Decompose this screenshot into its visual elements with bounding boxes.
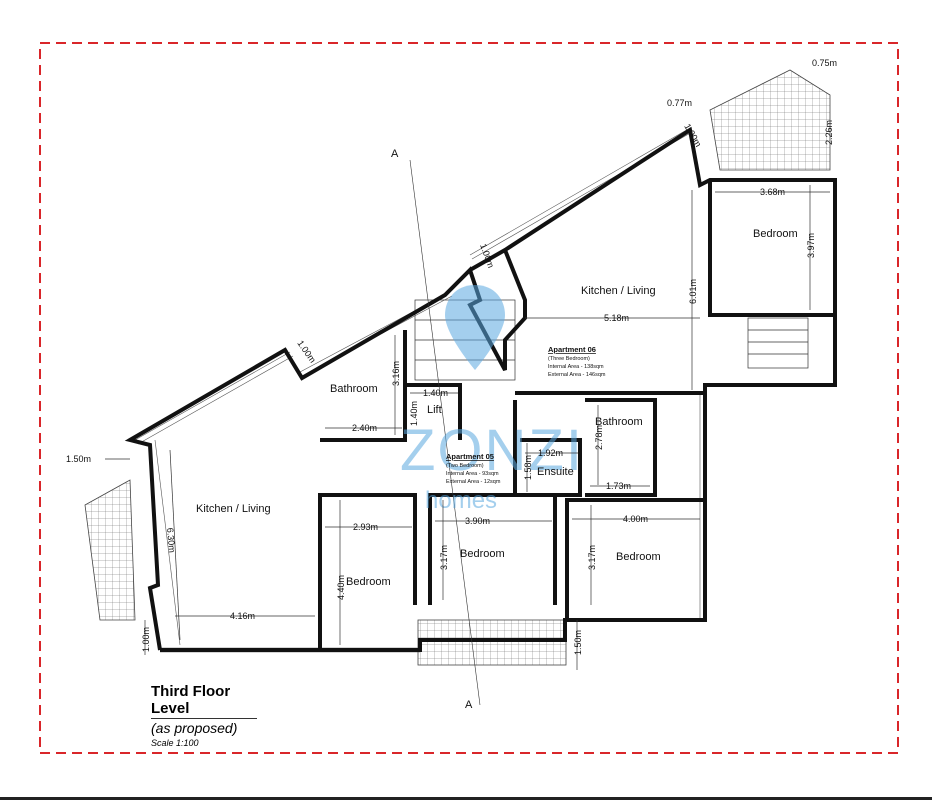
dim-0-77: 0.77m — [667, 98, 692, 108]
apartment-06-info: Apartment 06 (Three Bedroom) Internal Ar… — [548, 345, 606, 378]
plan-scale: Scale 1:100 — [151, 738, 199, 748]
section-marker-top: A — [391, 148, 399, 160]
room-bedroom-06b: Bedroom — [346, 576, 391, 588]
room-kitchen-living-06: Kitchen / Living — [581, 285, 656, 297]
dim-3-68: 3.68m — [760, 187, 785, 197]
room-ensuite: Ensuite — [537, 466, 574, 478]
dim-1-40-b: 1.40m — [409, 401, 419, 426]
wall-lift — [405, 383, 462, 440]
dim-3-16: 3.16m — [391, 361, 401, 386]
footer-divider — [0, 797, 932, 800]
wall-corridor — [513, 400, 582, 497]
room-lift: Lift — [427, 404, 442, 416]
svg-text:Apartment 05: Apartment 05 — [446, 452, 494, 461]
section-marker-bottom: A — [465, 699, 473, 711]
wall-bedroom-06c — [318, 493, 417, 650]
dim-0-75: 0.75m — [812, 58, 837, 68]
svg-text:Apartment 06: Apartment 06 — [548, 345, 596, 354]
wall-bathroom-05 — [585, 398, 657, 497]
wall-bedroom-05b — [565, 498, 705, 620]
dim-2-40: 2.40m — [352, 423, 377, 433]
dim-1-00-d: 1.00m — [141, 627, 151, 652]
svg-text:(Three Bedroom): (Three Bedroom) — [548, 356, 590, 362]
svg-text:(Two Bedroom): (Two Bedroom) — [446, 463, 484, 469]
dim-6-01: 6.01m — [688, 279, 698, 304]
wall-bedroom-06b — [428, 493, 557, 605]
svg-text:homes: homes — [425, 487, 497, 514]
dim-4-16: 4.16m — [230, 611, 255, 621]
dim-3-97: 3.97m — [806, 233, 816, 258]
dim-2-26: 2.26m — [824, 120, 834, 145]
dim-1-50-a: 1.50m — [66, 454, 91, 464]
svg-text:External Area - 146sqm: External Area - 146sqm — [548, 372, 606, 378]
dim-1-92: 1.92m — [538, 448, 563, 458]
dim-2-93: 2.93m — [353, 522, 378, 532]
room-bedroom-05a: Bedroom — [460, 548, 505, 560]
dim-4-00: 4.00m — [623, 514, 648, 524]
terrace-top-right — [709, 69, 831, 171]
dim-4-40: 4.40m — [336, 575, 346, 600]
dim-6-30: 6.30m — [165, 527, 177, 553]
dim-5-18: 5.18m — [604, 313, 629, 323]
dim-1-40-a: 1.40m — [423, 388, 448, 398]
dim-3-17-b: 3.17m — [587, 545, 597, 570]
dim-3-90: 3.90m — [465, 516, 490, 526]
terrace-bottom — [417, 619, 567, 666]
dim-1-50-b: 1.50m — [573, 630, 583, 655]
room-bedroom-06a: Bedroom — [753, 228, 798, 240]
plan-title: Third Floor Level — [151, 683, 257, 719]
wall-bedroom-top — [708, 180, 835, 317]
dim-1-73: 1.73m — [606, 481, 631, 491]
room-bathroom-06: Bathroom — [330, 383, 378, 395]
outer-wall — [124, 126, 837, 652]
room-kitchen-living-05: Kitchen / Living — [196, 503, 271, 515]
room-bathroom-05: Bathroom — [595, 416, 643, 428]
wall-bathroom-06 — [320, 330, 407, 442]
dim-1-58: 1.58m — [523, 455, 533, 480]
room-bedroom-05b: Bedroom — [616, 551, 661, 563]
terrace-left — [84, 479, 136, 621]
section-line — [409, 159, 481, 706]
apartment-05-info: Apartment 05 (Two Bedroom) Internal Area… — [446, 452, 501, 485]
svg-text:Internal Area - 93sqm: Internal Area - 93sqm — [446, 471, 499, 477]
svg-text:Internal Area - 138sqm: Internal Area - 138sqm — [548, 364, 604, 370]
plan-subtitle: (as proposed) — [151, 720, 238, 736]
plan-title-block: Third Floor Level (as proposed) Scale 1:… — [151, 683, 257, 748]
dim-1-00-c: 1.00m — [295, 338, 318, 364]
svg-text:ZONZI: ZONZI — [400, 418, 584, 483]
svg-text:External Area - 12sqm: External Area - 12sqm — [446, 479, 501, 485]
watermark-logo: ZONZI homes — [400, 285, 584, 514]
dimension-lines — [105, 185, 830, 670]
dim-3-17-a: 3.17m — [439, 545, 449, 570]
dim-2-78: 2.78m — [594, 425, 604, 450]
